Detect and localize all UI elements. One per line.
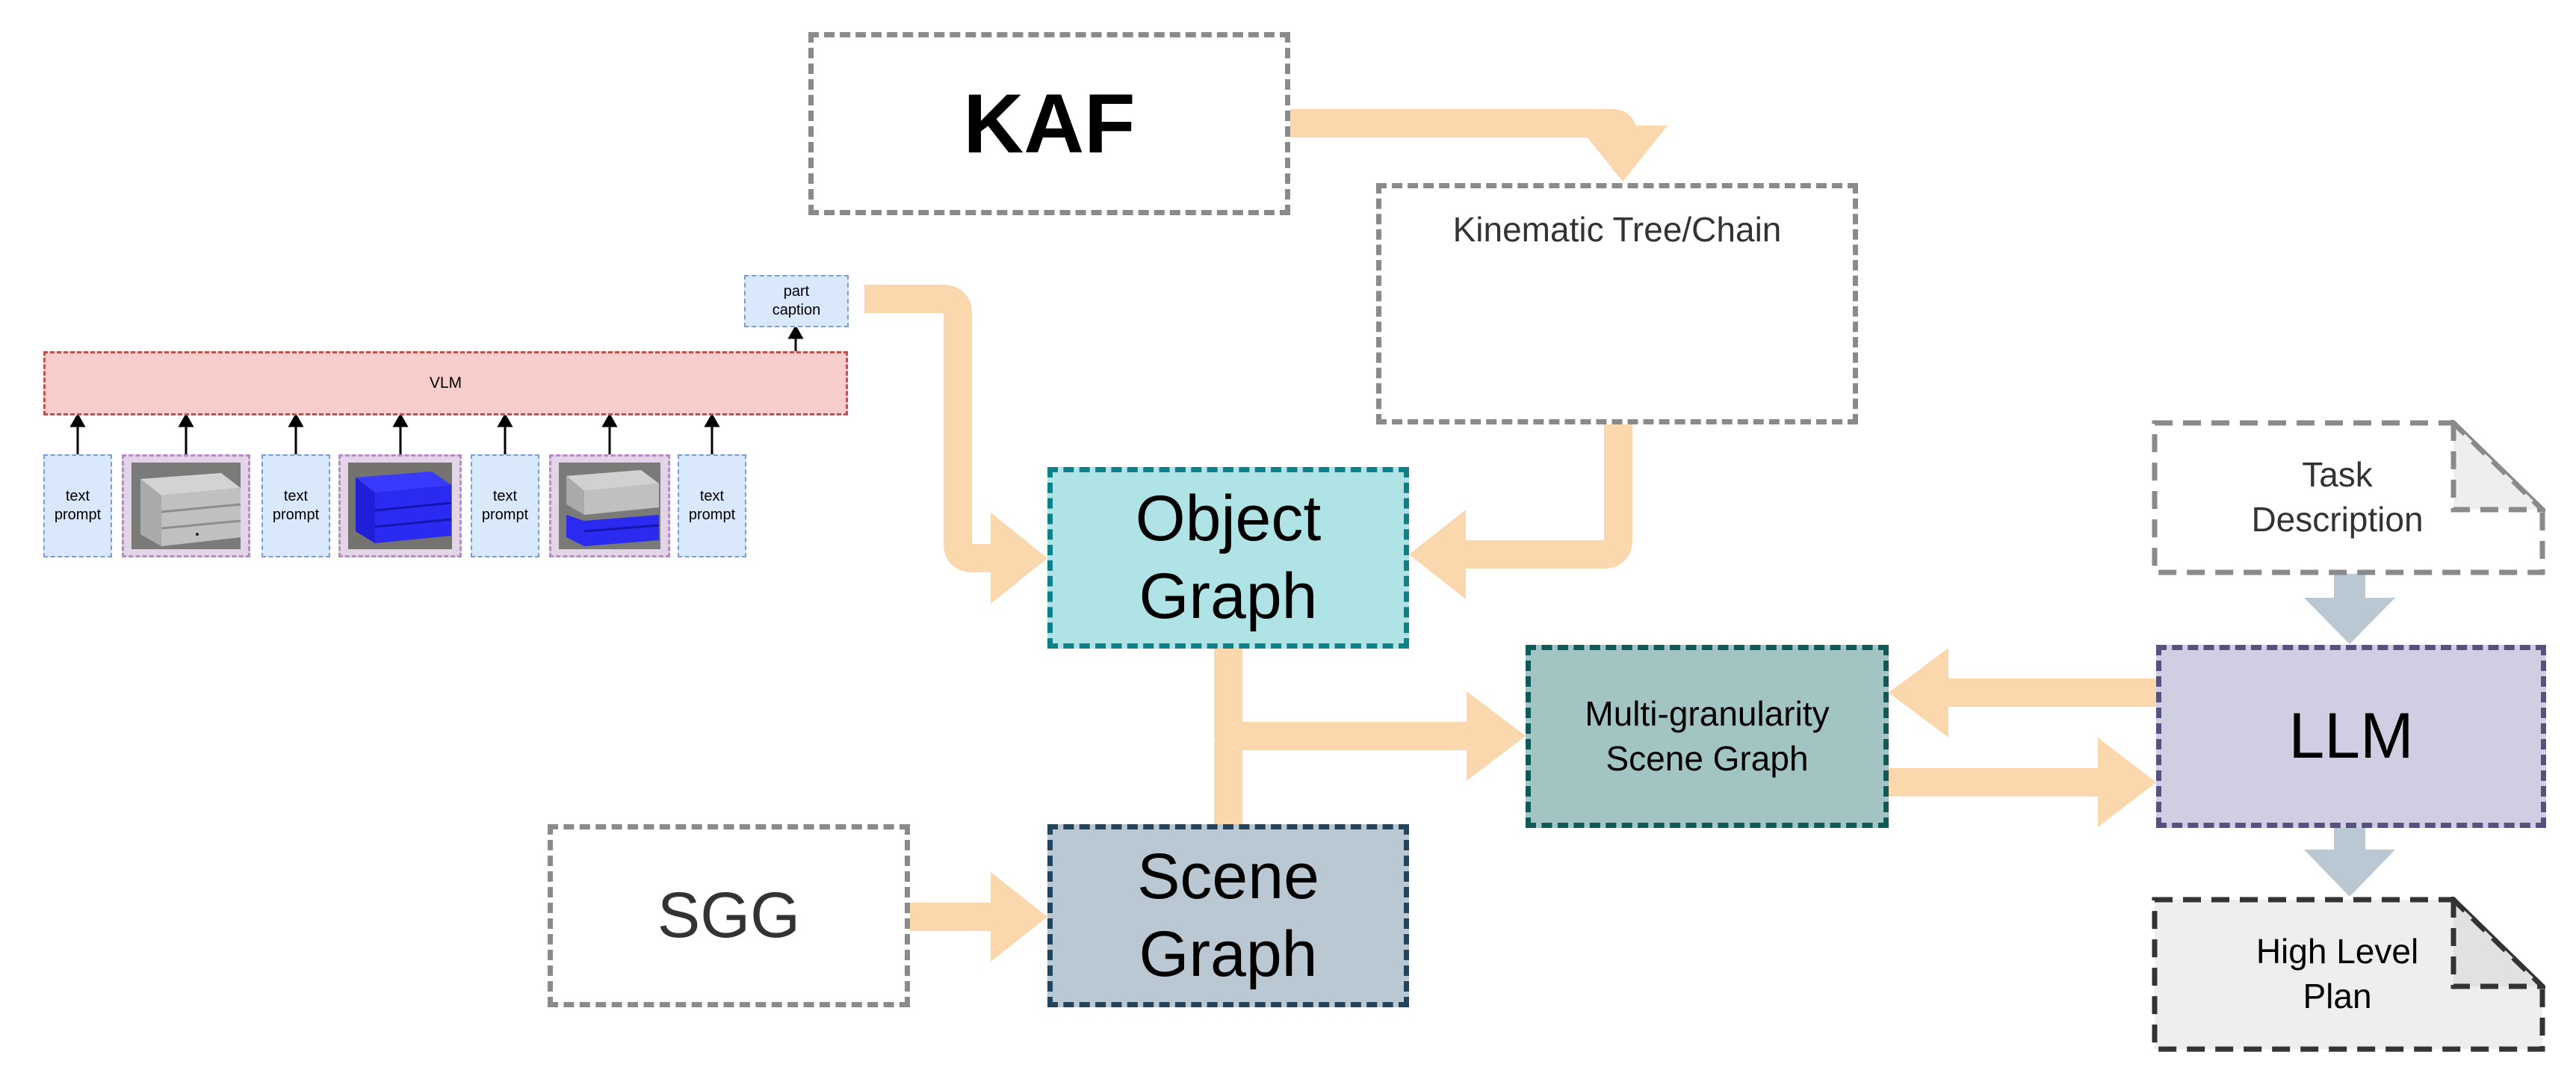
task-description-node: Task Description <box>2152 420 2545 575</box>
text-prompt-label: text prompt <box>54 488 102 523</box>
text-prompt-2: text prompt <box>261 454 330 557</box>
multi-granularity-node: Multi-granularity Scene Graph <box>1526 645 1889 828</box>
text-prompt-3: text prompt <box>471 454 539 557</box>
arrow-object-graph-to-multi <box>1214 649 1467 750</box>
arrow-task-to-llm-shaft <box>2334 574 2365 599</box>
arrow-caption-to-object-graph-head <box>991 513 1047 604</box>
arrow-llm-to-plan-head <box>2304 850 2395 897</box>
arrow-multi-to-llm-head <box>2098 738 2156 827</box>
sgg-label: SGG <box>657 879 801 951</box>
arrow-kinematic-to-object-graph <box>1466 424 1632 569</box>
arrow-kinematic-to-object-graph-head <box>1409 510 1466 599</box>
sgg-node: SGG <box>548 824 910 1007</box>
object-graph-node: Object Graph <box>1047 467 1409 649</box>
text-prompt-label: text prompt <box>688 488 736 523</box>
part-caption-node: part caption <box>744 275 849 327</box>
arrow-llm-to-plan-shaft <box>2334 827 2365 851</box>
kaf-label: KAF <box>963 77 1136 170</box>
llm-node: LLM <box>2156 645 2546 828</box>
vlm-node: VLM <box>43 351 848 415</box>
text-prompt-label: text prompt <box>481 488 529 523</box>
cabinet-part-image <box>559 463 660 549</box>
scene-graph-node: Scene Graph <box>1047 824 1409 1007</box>
task-description-label: Task Description <box>2251 455 2424 539</box>
text-prompt-1: text prompt <box>43 454 112 557</box>
part-caption-label: part caption <box>772 283 821 318</box>
llm-label: LLM <box>2288 700 2414 772</box>
kaf-node: KAF <box>808 32 1290 215</box>
arrow-caption-to-object-graph <box>864 285 997 572</box>
document-shape <box>2152 420 2545 575</box>
vlm-label: VLM <box>429 374 462 392</box>
document-shape <box>2152 897 2545 1052</box>
arrow-kaf-to-kinematic <box>1290 109 1637 149</box>
arrow-sgg-to-scene-graph-head <box>991 872 1047 962</box>
vlm-input-arrows <box>69 324 804 454</box>
cabinet-image <box>131 463 241 549</box>
arrow-task-to-llm-head <box>2304 598 2395 644</box>
scene-graph-label: Scene Graph <box>1137 841 1319 990</box>
text-prompt-label: text prompt <box>272 488 320 523</box>
high-level-plan-label: High Level Plan <box>2255 932 2419 1015</box>
image-cabinet <box>122 454 250 557</box>
text-prompt-4: text prompt <box>678 454 746 557</box>
image-cabinet-segmented <box>338 454 462 557</box>
cabinet-segmented-image <box>348 463 452 549</box>
kinematic-tree-node: Kinematic Tree/Chain <box>1376 183 1858 424</box>
kinematic-tree-label: Kinematic Tree/Chain <box>1452 210 1782 249</box>
arrow-to-multi-head <box>1467 691 1526 781</box>
multi-granularity-label: Multi-granularity Scene Graph <box>1585 693 1830 778</box>
arrow-llm-to-multi-head <box>1889 648 1948 738</box>
arrow-kaf-to-kinematic-head <box>1578 126 1668 182</box>
image-cabinet-part <box>549 454 670 557</box>
high-level-plan-node: High Level Plan <box>2152 897 2545 1052</box>
object-graph-label: Object Graph <box>1135 483 1322 632</box>
